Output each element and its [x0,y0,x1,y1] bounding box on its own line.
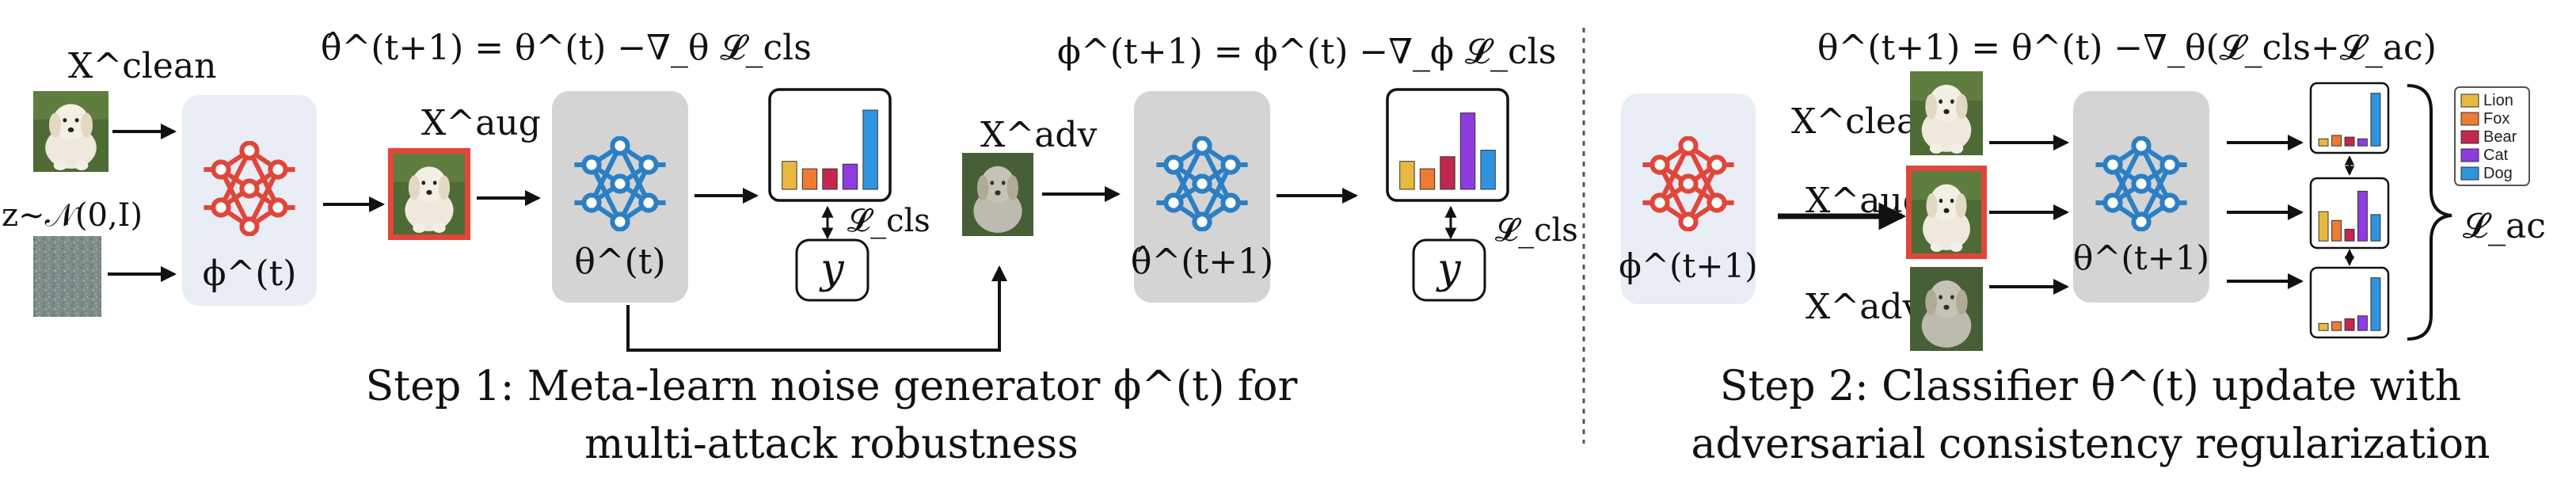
bar-bear [1440,156,1455,190]
adv-label: X^adv [980,115,1098,155]
bar-fox [801,168,818,190]
generator-label: ϕ^(t) [203,253,297,294]
step2-prediction-chart-aug [2309,177,2390,250]
prediction-chart-1 [768,88,892,202]
bar-fox [1419,168,1436,190]
bar-lion [782,161,797,190]
clean-dog-image [33,91,108,172]
noise-input-label: z∼𝒩(0,I) [2,197,143,234]
classifier-hat-label: θ̂^(t+1) [1131,242,1273,282]
clean-input-label: X^clean [68,46,217,86]
bar-cat [2357,190,2368,242]
legend-label-dog: Dog [2483,165,2513,182]
bar-lion [2318,322,2329,331]
step2-caption-line1: Step 2: Classifier θ^(t) update with [1720,363,2461,410]
consistency-brace [2407,84,2452,341]
step2-prediction-chart-clean [2309,82,2390,154]
noise-image [33,236,101,317]
legend-swatch-lion [2460,93,2479,108]
chart-frame [768,88,892,202]
step2-generator-label: ϕ^(t+1) [1619,246,1757,285]
bar-dog [2370,214,2381,242]
legend-label-bear: Bear [2483,128,2517,146]
bar-cat [2357,315,2368,331]
bar-fox [2331,135,2342,147]
legend-label-cat: Cat [2483,147,2509,164]
bar-lion [1399,161,1415,190]
classifier-hat-box [1134,91,1270,303]
step2-aug-dog-image [1912,171,1981,253]
bar-bear [2344,318,2355,331]
bar-dog [2370,277,2381,331]
bar-fox [2331,321,2342,331]
loss-ac-label: 𝓛_ac [2463,206,2546,246]
step2-generator-box [1621,93,1756,304]
classifier-box [552,91,688,303]
chart-frame [2309,266,2390,339]
chart-frame [2309,177,2390,250]
bar-cat [1459,112,1476,190]
bar-cat [842,163,858,190]
bar-bear [2344,228,2355,242]
phi-update-formula: ϕ^(t+1) = ϕ^(t) −∇_ϕ 𝓛_cls [1057,32,1556,72]
generator-box [182,95,317,306]
step2-classifier-label: θ^(t+1) [2073,238,2209,277]
legend-swatch-fox [2460,112,2479,126]
chart-frame [2309,82,2390,154]
step1-caption-line1: Step 1: Meta-learn noise generator ϕ^(t)… [366,363,1298,410]
legend-swatch-dog [2460,166,2479,181]
class-legend: Lion Fox Bear Cat Dog [2454,86,2530,186]
bar-dog [2370,93,2381,147]
target-box-2 [1412,238,1486,302]
step2-adv-label: X^adv [1805,287,1923,327]
legend-swatch-bear [2460,130,2479,144]
aug-dog-image [394,154,465,234]
bar-bear [2344,136,2355,147]
target-label-1: y [819,246,844,293]
arrow-classifier-to-adv [626,265,1007,352]
step2-adv-dog-image [1910,267,1983,351]
loss-cls-label-2: 𝓛_cls [1495,212,1578,249]
chart-frame [1386,88,1509,202]
prediction-chart-2 [1386,88,1509,202]
legend-label-lion: Lion [2483,92,2513,109]
bar-lion [2318,138,2329,147]
aug-label: X^aug [421,103,541,143]
step2-caption-line2: adversarial consistency regularization [1691,421,2490,468]
bar-bear [822,168,838,190]
step2-prediction-chart-adv [2309,266,2390,339]
bar-dog [862,109,878,190]
target-box-1 [795,238,869,302]
adv-dog-image [962,153,1033,236]
bar-lion [2318,211,2329,242]
classifier-label: θ^(t) [574,242,665,282]
step2-classifier-box [2073,91,2209,303]
step2-aug-label: X^aug [1805,181,1925,221]
step2-clean-dog-image [1910,71,1983,155]
step2-update-formula: θ^(t+1) = θ^(t) −∇_θ(𝓛_cls+𝓛_ac) [1817,28,2437,68]
theta-hat-update-formula: θ̂^(t+1) = θ^(t) −∇_θ 𝓛_cls [321,28,812,68]
target-label-2: y [1436,246,1461,293]
loss-cls-label-1: 𝓛_cls [847,203,930,239]
step1-caption-line2: multi-attack robustness [584,421,1079,468]
legend-label-fox: Fox [2483,110,2509,128]
legend-swatch-cat [2460,148,2479,162]
bar-cat [2357,138,2368,147]
bar-fox [2331,219,2342,242]
bar-dog [1480,150,1496,190]
